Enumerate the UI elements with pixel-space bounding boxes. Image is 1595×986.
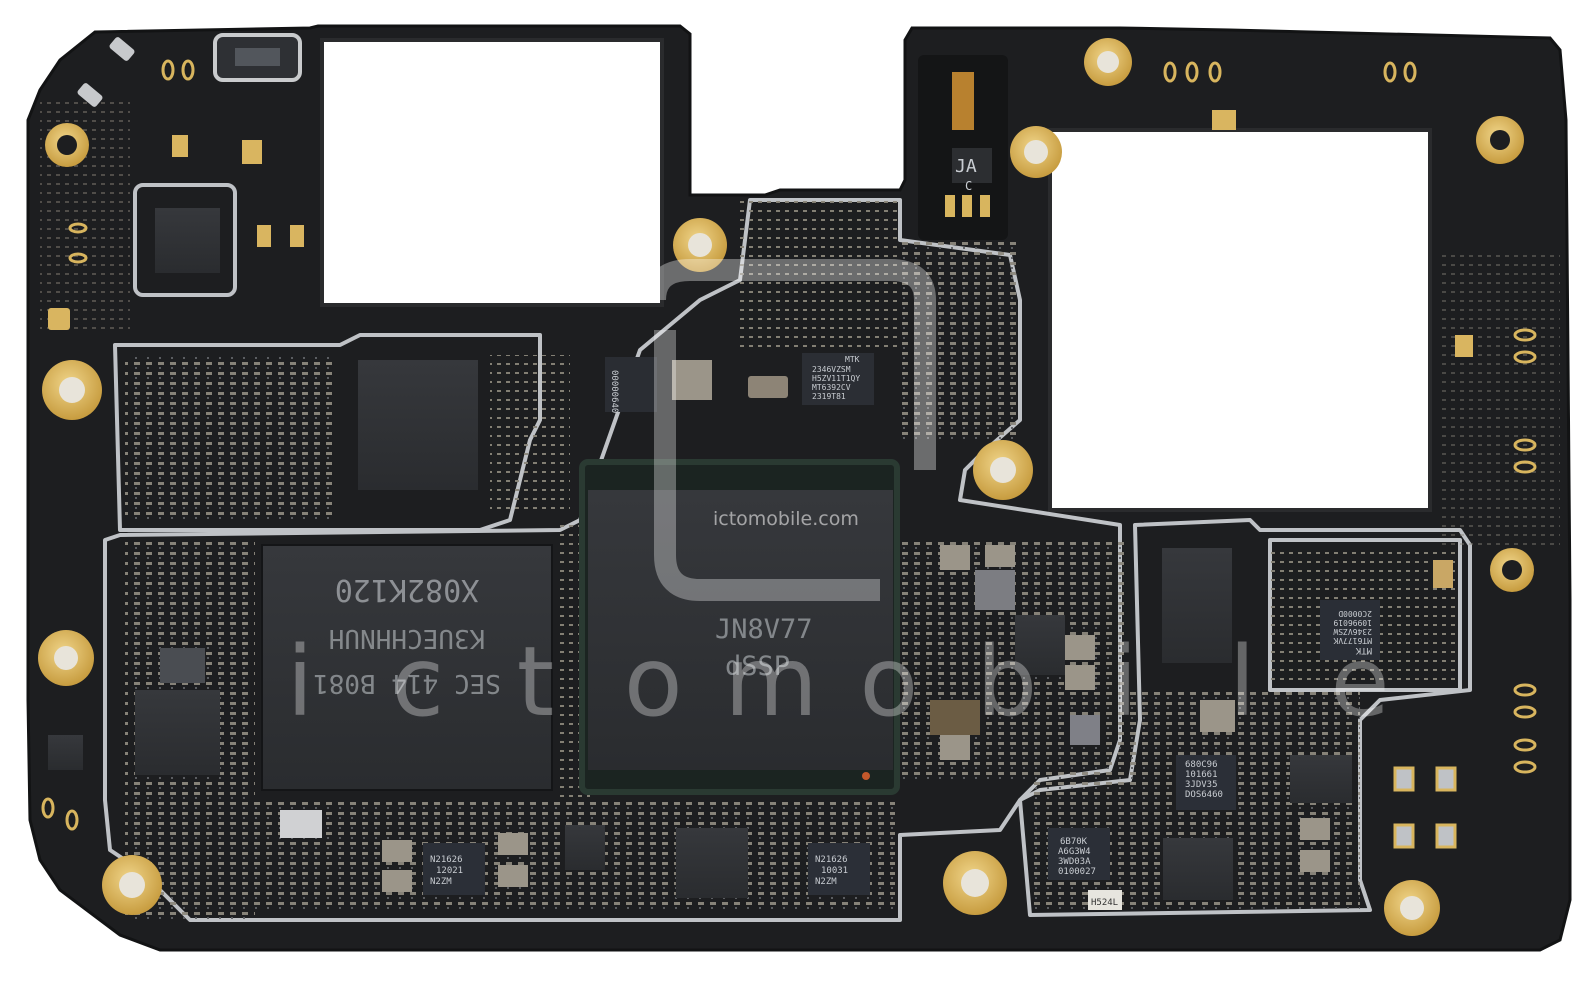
watermark-letter: t <box>517 626 555 738</box>
soc-label-2: dSSP <box>725 651 790 682</box>
pmic-l4: MT6392CV <box>812 383 851 392</box>
ja-chip-label-1: JA <box>955 156 977 177</box>
gold-hole <box>42 360 102 420</box>
gold-hole <box>38 630 94 686</box>
gold-hole <box>102 855 162 915</box>
ic-small-top-l1: 00000640 <box>609 370 619 413</box>
c680-l2: 101661 <box>1185 770 1218 780</box>
watermark-letter: b <box>976 626 1037 738</box>
pmic-l5: 2319T81 <box>812 392 846 401</box>
gold-hole <box>1476 116 1524 164</box>
c680-l4: DOS6460 <box>1185 790 1223 800</box>
c6870-l2: A6G3W4 <box>1058 847 1091 857</box>
watermark-url: ictomobile.com <box>713 508 859 530</box>
gold-hole <box>673 218 727 272</box>
pmic-l3: H5ZV11T1QY <box>812 374 860 383</box>
c6870-l4: 0100027 <box>1058 867 1096 877</box>
c680-l1: 680C96 <box>1185 760 1218 770</box>
amp-left-chip: N21626 12021 N2ZM <box>423 843 485 895</box>
gold-hole <box>45 123 89 167</box>
gold-hole <box>1490 548 1534 592</box>
watermark-letter: e <box>1330 626 1389 738</box>
c680-l3: 3JDV35 <box>1185 780 1218 790</box>
mtk-right-l5: 2C0000D <box>1338 609 1372 618</box>
mtk-right-l1: MTK <box>1355 645 1372 655</box>
ja-chip-label-2: C <box>965 179 972 193</box>
watermark-letter: i <box>1111 626 1138 738</box>
pmic-top: MTK 2346VZSM H5ZV11T1QY MT6392CV 2319T81 <box>802 353 874 405</box>
mounting-holes <box>38 38 1534 936</box>
soc-chip: JN8V77 dSSP <box>579 459 900 795</box>
cutout-right <box>1048 128 1432 512</box>
chip-680: 680C96 101661 3JDV35 DOS6460 <box>1176 755 1236 810</box>
gold-hole <box>1384 880 1440 936</box>
gold-hole <box>1010 126 1062 178</box>
amp-left-l1: N21626 <box>430 855 463 865</box>
chip-6870: 6B70K A6G3W4 3WD03A 0100027 <box>1048 828 1110 880</box>
watermark-letter: c <box>391 626 444 738</box>
mtk-right-l4: 10996019 <box>1333 618 1372 627</box>
mtk-right-chip: MTK MT6177VK 2346VZSW 10996019 2C0000D <box>1320 600 1380 660</box>
amp-mid-chip: N21626 10031 N2ZM <box>808 843 870 895</box>
soc-label-1: JN8V77 <box>715 614 813 645</box>
amp-left-l3: N2ZM <box>430 877 452 887</box>
pmic-l2: 2346VZSM <box>812 365 851 374</box>
c6870-l1: 6B70K <box>1060 837 1088 847</box>
shield-frame-pmic <box>133 183 237 297</box>
cutout-left <box>320 38 664 307</box>
amp-mid-l1: N21626 <box>815 855 848 865</box>
memory-label-3: SEC 414 B081 <box>313 668 501 698</box>
memory-chip: X082K120 K3UECHHNUH SEC 414 B081 <box>261 544 553 791</box>
watermark-letter: m <box>724 626 818 738</box>
mtk-right-l3: 2346VZSW <box>1333 627 1372 636</box>
c6870-l3: 3WD03A <box>1058 857 1091 867</box>
amp-mid-l3: N2ZM <box>815 877 837 887</box>
watermark-letter: i <box>287 626 314 738</box>
ic-small-top: 00000640 <box>605 357 657 413</box>
h524-label: H524L <box>1091 898 1118 908</box>
watermark-letter: o <box>860 626 919 738</box>
memory-label-1: X082K120 <box>335 572 480 607</box>
amp-mid-l2: 10031 <box>821 866 848 876</box>
mtk-right-l2: MT6177VK <box>1333 636 1372 645</box>
gold-hole <box>1084 38 1132 86</box>
pmic-l1: MTK <box>845 355 860 364</box>
watermark-letter: l <box>1229 626 1256 738</box>
watermark-letter: o <box>624 626 683 738</box>
gold-hole <box>943 851 1007 915</box>
amp-left-l2: 12021 <box>436 866 463 876</box>
chip-h524: H524L <box>1088 890 1122 910</box>
gold-hole <box>973 440 1033 500</box>
memory-label-2: K3UECHHNUH <box>329 623 486 653</box>
